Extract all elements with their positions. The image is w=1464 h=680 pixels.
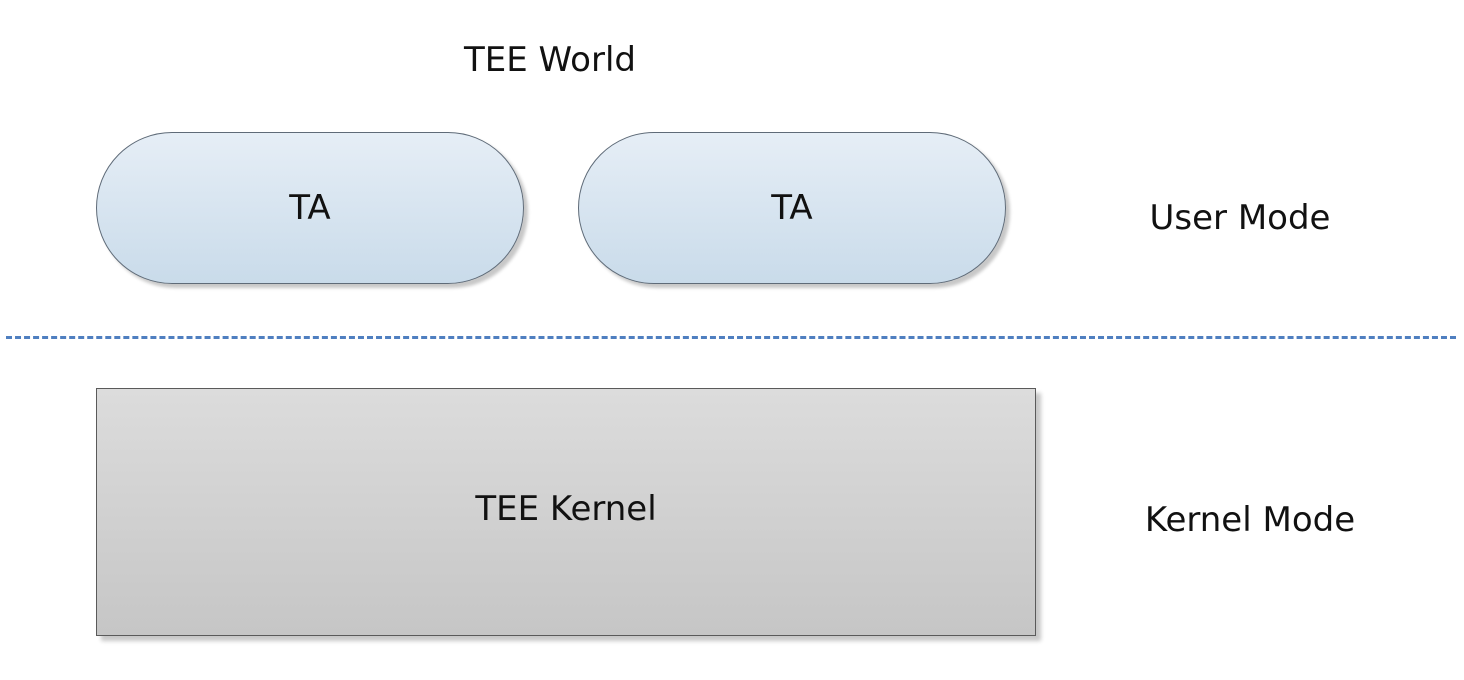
diagram-title: TEE World — [464, 40, 636, 80]
mode-divider-line — [6, 336, 1456, 339]
user-mode-label: User Mode — [1149, 198, 1331, 238]
ta-node-1[interactable]: TA — [96, 132, 524, 284]
tee-kernel-label: TEE Kernel — [475, 489, 657, 529]
ta-node-2[interactable]: TA — [578, 132, 1006, 284]
tee-kernel-node[interactable]: TEE Kernel — [96, 388, 1036, 636]
kernel-mode-label: Kernel Mode — [1144, 500, 1356, 540]
ta-node-1-label: TA — [289, 188, 331, 228]
ta-node-2-label: TA — [771, 188, 813, 228]
